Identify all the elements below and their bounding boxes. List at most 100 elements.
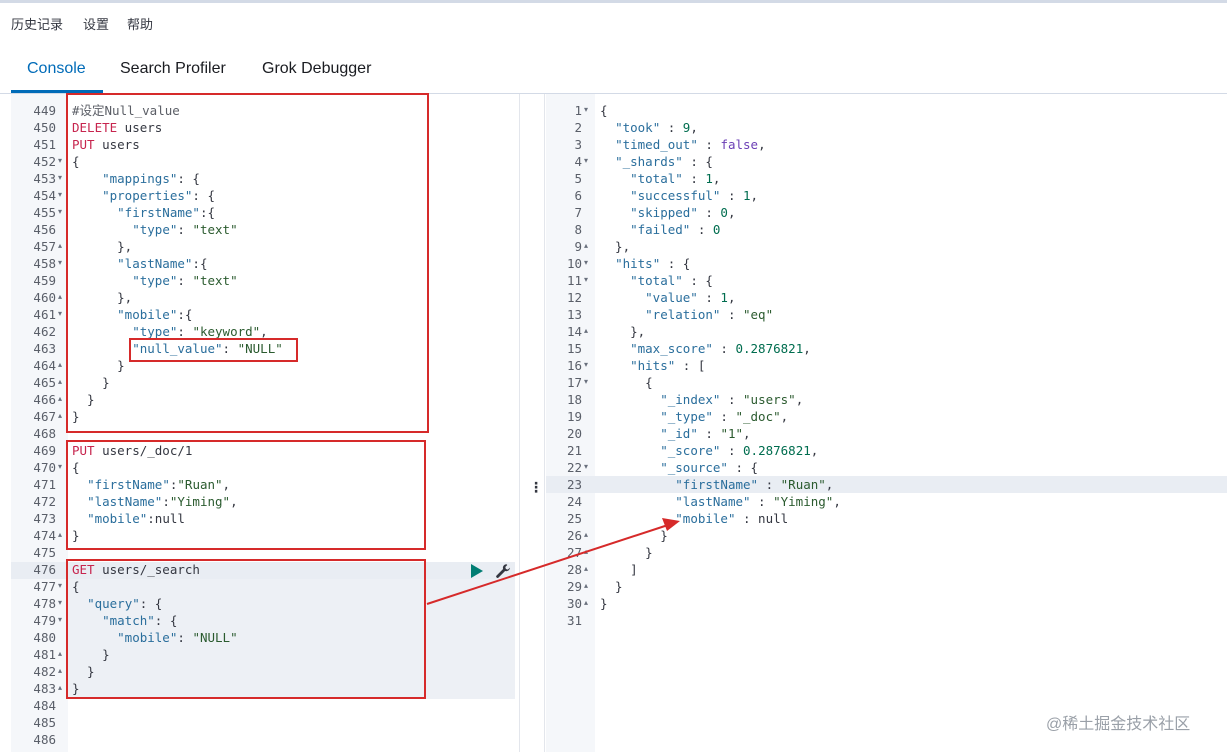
code-line[interactable]: },: [600, 323, 645, 340]
wrench-icon[interactable]: [495, 563, 511, 579]
code-line[interactable]: "firstName":{: [72, 204, 215, 221]
fold-open-icon[interactable]: ▾: [584, 377, 589, 386]
code-line[interactable]: "_type" : "_doc",: [600, 408, 788, 425]
fold-open-icon[interactable]: ▾: [58, 258, 63, 267]
fold-open-icon[interactable]: ▾: [58, 581, 63, 590]
code-line[interactable]: "mobile":null: [72, 510, 185, 527]
code-line[interactable]: DELETE users: [72, 119, 162, 136]
code-line[interactable]: "properties": {: [72, 187, 215, 204]
code-line[interactable]: "mobile" : null: [600, 510, 788, 527]
code-line[interactable]: }: [72, 391, 95, 408]
code-line[interactable]: },: [72, 289, 132, 306]
code-line[interactable]: "_source" : {: [600, 459, 758, 476]
code-line[interactable]: "hits" : [: [600, 357, 705, 374]
fold-close-icon[interactable]: ▴: [58, 394, 63, 403]
code-line[interactable]: "successful" : 1,: [600, 187, 758, 204]
code-line[interactable]: "firstName":"Ruan",: [72, 476, 230, 493]
fold-open-icon[interactable]: ▾: [58, 598, 63, 607]
fold-close-icon[interactable]: ▴: [584, 241, 589, 250]
fold-close-icon[interactable]: ▴: [58, 292, 63, 301]
fold-close-icon[interactable]: ▴: [58, 411, 63, 420]
fold-open-icon[interactable]: ▾: [584, 258, 589, 267]
fold-close-icon[interactable]: ▴: [584, 598, 589, 607]
code-line[interactable]: "lastName":"Yiming",: [72, 493, 238, 510]
code-line[interactable]: "relation" : "eq": [600, 306, 773, 323]
code-line[interactable]: {: [72, 459, 80, 476]
code-line[interactable]: "type": "text": [72, 272, 237, 289]
fold-open-icon[interactable]: ▾: [584, 275, 589, 284]
fold-close-icon[interactable]: ▴: [584, 326, 589, 335]
code-line[interactable]: "failed" : 0: [600, 221, 720, 238]
fold-close-icon[interactable]: ▴: [58, 377, 63, 386]
code-line[interactable]: "mobile":{: [72, 306, 192, 323]
play-icon[interactable]: [471, 564, 483, 578]
code-line[interactable]: "max_score" : 0.2876821,: [600, 340, 811, 357]
fold-close-icon[interactable]: ▴: [58, 360, 63, 369]
code-line[interactable]: "type": "keyword",: [72, 323, 267, 340]
code-line[interactable]: },: [600, 238, 630, 255]
code-line[interactable]: PUT users/_doc/1: [72, 442, 192, 459]
code-line[interactable]: "_shards" : {: [600, 153, 713, 170]
code-line[interactable]: "lastName" : "Yiming",: [600, 493, 841, 510]
code-line[interactable]: }: [600, 544, 653, 561]
code-line[interactable]: "_score" : 0.2876821,: [600, 442, 818, 459]
fold-close-icon[interactable]: ▴: [584, 547, 589, 556]
code-line[interactable]: {: [72, 153, 80, 170]
code-line[interactable]: "timed_out" : false,: [600, 136, 766, 153]
fold-close-icon[interactable]: ▴: [58, 649, 63, 658]
code-line[interactable]: "mappings": {: [72, 170, 200, 187]
fold-open-icon[interactable]: ▾: [584, 462, 589, 471]
code-line[interactable]: }: [72, 357, 125, 374]
code-line[interactable]: {: [600, 102, 608, 119]
code-line[interactable]: {: [600, 374, 653, 391]
fold-close-icon[interactable]: ▴: [58, 683, 63, 692]
fold-open-icon[interactable]: ▾: [584, 105, 589, 114]
fold-open-icon[interactable]: ▾: [584, 156, 589, 165]
fold-close-icon[interactable]: ▴: [584, 564, 589, 573]
fold-open-icon[interactable]: ▾: [58, 190, 63, 199]
fold-open-icon[interactable]: ▾: [58, 309, 63, 318]
code-line[interactable]: "mobile": "NULL": [72, 629, 237, 646]
fold-close-icon[interactable]: ▴: [58, 666, 63, 675]
code-line[interactable]: }: [600, 527, 668, 544]
code-line[interactable]: "match": {: [72, 612, 177, 629]
tab-grok-debugger[interactable]: Grok Debugger: [262, 60, 372, 77]
code-line[interactable]: },: [72, 238, 132, 255]
code-line[interactable]: {: [72, 578, 80, 595]
fold-close-icon[interactable]: ▴: [58, 530, 63, 539]
menu-settings[interactable]: 设置: [83, 17, 110, 32]
tab-search-profiler[interactable]: Search Profiler: [120, 60, 226, 77]
code-line[interactable]: "_id" : "1",: [600, 425, 750, 442]
code-line[interactable]: }: [72, 527, 80, 544]
menu-help[interactable]: 帮助: [127, 17, 154, 32]
code-line[interactable]: ]: [600, 561, 638, 578]
code-line[interactable]: }: [72, 646, 110, 663]
tab-console[interactable]: Console: [27, 60, 86, 77]
fold-open-icon[interactable]: ▾: [58, 207, 63, 216]
code-line[interactable]: "value" : 1,: [600, 289, 735, 306]
code-line[interactable]: }: [72, 408, 80, 425]
code-line[interactable]: "null_value": "NULL": [72, 340, 283, 357]
code-line[interactable]: "took" : 9,: [600, 119, 698, 136]
code-line[interactable]: "_index" : "users",: [600, 391, 803, 408]
code-line[interactable]: "lastName":{: [72, 255, 207, 272]
code-line[interactable]: "total" : {: [600, 272, 713, 289]
code-line[interactable]: }: [600, 578, 623, 595]
fold-close-icon[interactable]: ▴: [584, 530, 589, 539]
fold-open-icon[interactable]: ▾: [58, 615, 63, 624]
fold-open-icon[interactable]: ▾: [584, 360, 589, 369]
code-line[interactable]: }: [600, 595, 608, 612]
code-line[interactable]: }: [72, 374, 110, 391]
code-line[interactable]: GET users/_search: [72, 561, 200, 578]
menu-history[interactable]: 历史记录: [11, 17, 64, 32]
code-line[interactable]: "query": {: [72, 595, 162, 612]
pane-resizer[interactable]: ⋮: [519, 94, 545, 752]
code-line[interactable]: }: [72, 663, 95, 680]
fold-close-icon[interactable]: ▴: [58, 241, 63, 250]
resizer-handle-icon[interactable]: ⋮: [529, 479, 543, 495]
fold-open-icon[interactable]: ▾: [58, 173, 63, 182]
response-editor[interactable]: [595, 94, 1227, 752]
fold-open-icon[interactable]: ▾: [58, 462, 63, 471]
code-line[interactable]: "skipped" : 0,: [600, 204, 735, 221]
code-line[interactable]: "hits" : {: [600, 255, 690, 272]
